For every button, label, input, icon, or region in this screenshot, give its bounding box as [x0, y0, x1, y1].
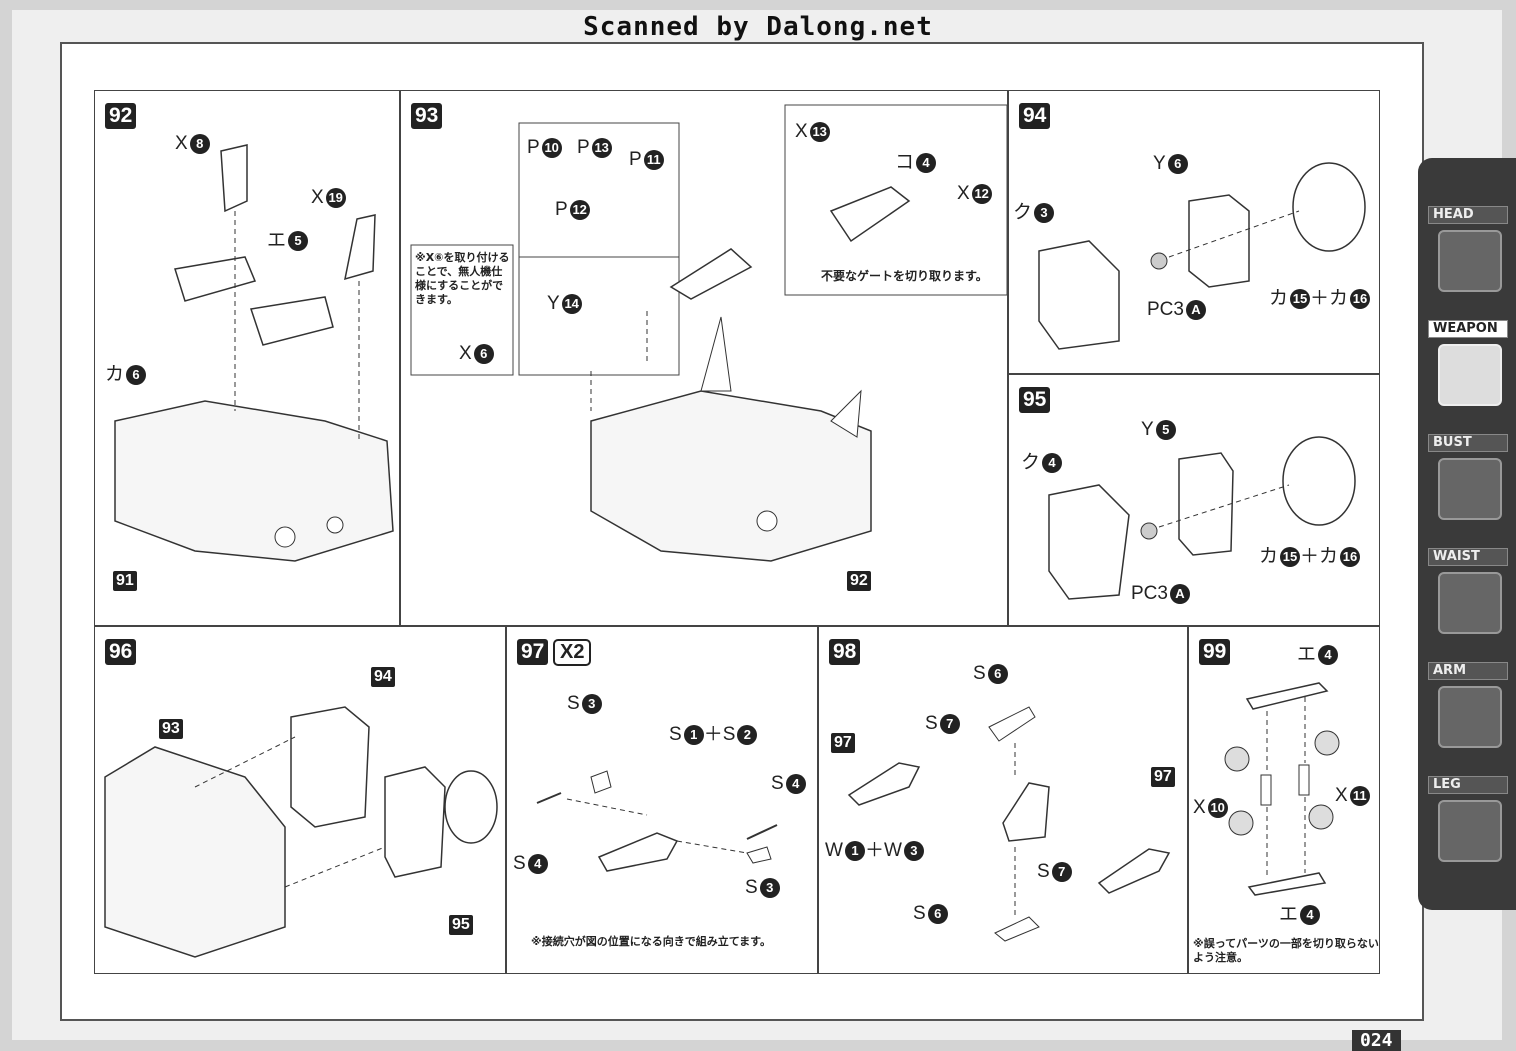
step-number: 94 — [1019, 103, 1051, 129]
page-number: 024 — [1352, 1030, 1401, 1051]
ref-number: 94 — [371, 667, 395, 687]
step-number: 97 — [517, 639, 549, 665]
step-number: 96 — [105, 639, 137, 665]
ref-number: 93 — [159, 719, 183, 739]
step-number: 95 — [1019, 387, 1051, 413]
step-98-drawing — [847, 706, 1171, 942]
head-icon — [1438, 230, 1502, 292]
step-number: 93 — [411, 103, 443, 129]
step-number: 92 — [105, 103, 137, 129]
multiplier-badge: X2 — [553, 639, 592, 666]
step-99-drawing — [1224, 682, 1340, 896]
leg-icon — [1438, 800, 1502, 862]
step-number: 99 — [1199, 639, 1231, 665]
step-number: 98 — [829, 639, 861, 665]
step-94-drawing — [1038, 162, 1366, 350]
tab-head[interactable]: HEAD — [1428, 206, 1510, 301]
ref-number: 95 — [449, 915, 473, 935]
step-99-note: ※誤ってパーツの一部を切り取らないよう注意。 — [1193, 937, 1379, 964]
weapon-icon — [1438, 344, 1502, 406]
bust-icon — [1438, 458, 1502, 520]
tab-arm[interactable]: ARM — [1428, 662, 1510, 757]
step-92-drawing — [114, 144, 394, 562]
tab-bust[interactable]: BUST — [1428, 434, 1510, 529]
tab-leg[interactable]: LEG — [1428, 776, 1510, 871]
tab-weapon[interactable]: WEAPON — [1428, 320, 1510, 415]
section-tabs: HEAD WEAPON BUST WAIST ARM LEG — [1418, 158, 1516, 910]
ref-number: 92 — [847, 571, 871, 591]
arm-icon — [1438, 686, 1502, 748]
step-96-drawing — [104, 706, 498, 958]
step-96-panel: 96 93 94 95 — [94, 626, 506, 974]
gate-note: 不要なゲートを切り取ります。 — [821, 269, 988, 283]
waist-icon — [1438, 572, 1502, 634]
ref-number: 97 — [831, 733, 855, 753]
tab-waist[interactable]: WAIST — [1428, 548, 1510, 643]
step-93-note: ※X⑥を取り付けることで、無人機仕様にすることができます。 — [415, 251, 510, 306]
step-95-drawing — [1048, 436, 1356, 600]
step-93-drawing — [410, 104, 1007, 562]
ref-number: 97 — [1151, 767, 1175, 787]
step-97-drawing — [536, 770, 778, 872]
step-97-note: ※接続穴が図の位置になる向きで組み立てます。 — [531, 935, 772, 948]
watermark: Scanned by Dalong.net — [583, 12, 933, 42]
ref-number: 91 — [113, 571, 137, 591]
